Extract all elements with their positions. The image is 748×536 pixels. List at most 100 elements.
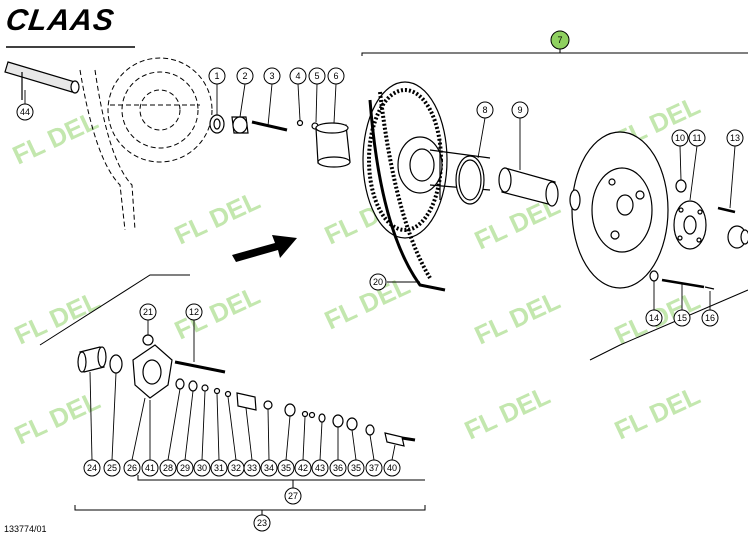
svg-text:23: 23 xyxy=(257,518,267,528)
shaft-part-44 xyxy=(4,61,80,100)
svg-text:26: 26 xyxy=(127,463,137,473)
callout-10: 10 xyxy=(671,129,689,147)
upper-small-parts xyxy=(209,114,351,168)
svg-text:35: 35 xyxy=(351,463,361,473)
callout-35b: 35 xyxy=(347,459,365,477)
direction-arrow xyxy=(232,235,297,262)
callout-14: 14 xyxy=(645,309,663,327)
group-brackets xyxy=(39,44,748,516)
svg-text:32: 32 xyxy=(231,463,241,473)
svg-text:31: 31 xyxy=(214,463,224,473)
callout-29: 29 xyxy=(176,459,194,477)
svg-text:42: 42 xyxy=(298,463,308,473)
svg-text:33: 33 xyxy=(247,463,257,473)
svg-text:11: 11 xyxy=(692,133,701,143)
callout-4: 4 xyxy=(289,67,307,85)
callout-6: 6 xyxy=(327,67,345,85)
ring-and-sleeve xyxy=(455,155,559,207)
leader-lines xyxy=(24,83,736,461)
svg-text:34: 34 xyxy=(264,463,274,473)
belt-pulley-assembly xyxy=(362,81,491,292)
watermark-6: FL DEL xyxy=(10,285,105,350)
disk-pulley xyxy=(569,131,669,289)
callout-25: 25 xyxy=(103,459,121,477)
bolt-parts xyxy=(649,270,715,290)
watermark-9: FL DEL xyxy=(470,285,565,350)
callout-1: 1 xyxy=(208,67,226,85)
callout-35a: 35 xyxy=(277,459,295,477)
svg-text:21: 21 xyxy=(143,307,153,317)
callout-36: 36 xyxy=(329,459,347,477)
svg-text:36: 36 xyxy=(333,463,343,473)
lower-exploded-parts xyxy=(77,334,416,447)
svg-text:28: 28 xyxy=(163,463,173,473)
callout-24: 24 xyxy=(83,459,101,477)
svg-text:43: 43 xyxy=(315,463,325,473)
callout-16: 16 xyxy=(701,309,719,327)
svg-text:37: 37 xyxy=(369,463,379,473)
callout-5: 5 xyxy=(308,67,326,85)
callout-7: 7 xyxy=(550,30,570,50)
callout-41: 42 xyxy=(294,459,312,477)
watermark-13: FL DEL xyxy=(610,380,705,445)
callout-44: 44 xyxy=(16,103,34,121)
callout-33: 33 xyxy=(243,459,261,477)
callout-layer: 44 1 2 3 4 5 6 7 8 9 10 11 13 14 15 16 2… xyxy=(16,30,744,532)
sprocket-dashed xyxy=(79,57,213,231)
svg-text:2: 2 xyxy=(242,71,247,81)
svg-text:14: 14 xyxy=(649,313,659,323)
callout-42: 43 xyxy=(311,459,329,477)
callout-37: 37 xyxy=(365,459,383,477)
svg-text:41: 41 xyxy=(145,463,155,473)
callout-32: 32 xyxy=(227,459,245,477)
callout-27: 27 xyxy=(284,487,302,505)
flange-parts xyxy=(673,179,748,250)
svg-text:30: 30 xyxy=(197,463,207,473)
svg-text:29: 29 xyxy=(180,463,190,473)
svg-text:12: 12 xyxy=(189,307,199,317)
callout-34: 34 xyxy=(260,459,278,477)
svg-text:1: 1 xyxy=(214,71,219,81)
svg-text:8: 8 xyxy=(482,105,487,115)
drawing-number: 133774/01 xyxy=(4,524,47,534)
callout-28: 28 xyxy=(159,459,177,477)
svg-text:7: 7 xyxy=(557,35,562,45)
svg-text:5: 5 xyxy=(314,71,319,81)
callout-43: 40 xyxy=(383,459,401,477)
callout-3: 3 xyxy=(263,67,281,85)
svg-text:25: 25 xyxy=(107,463,117,473)
svg-text:15: 15 xyxy=(677,313,687,323)
svg-text:35: 35 xyxy=(281,463,291,473)
svg-text:3: 3 xyxy=(269,71,274,81)
svg-text:6: 6 xyxy=(333,71,338,81)
watermark-8: FL DEL xyxy=(320,270,415,335)
svg-text:9: 9 xyxy=(517,105,522,115)
watermark-2: FL DEL xyxy=(170,185,265,250)
callout-9: 9 xyxy=(511,101,529,119)
svg-text:16: 16 xyxy=(705,313,715,323)
callout-31: 31 xyxy=(210,459,228,477)
callout-23: 23 xyxy=(253,514,271,532)
callout-8: 8 xyxy=(476,101,494,119)
svg-text:13: 13 xyxy=(730,133,740,143)
svg-text:44: 44 xyxy=(20,107,30,117)
svg-text:20: 20 xyxy=(373,277,383,287)
svg-text:10: 10 xyxy=(675,133,685,143)
callout-15: 15 xyxy=(673,309,691,327)
callout-2: 2 xyxy=(236,67,254,85)
callout-40: 41 xyxy=(141,459,159,477)
watermark-7: FL DEL xyxy=(170,280,265,345)
svg-text:4: 4 xyxy=(295,71,300,81)
callout-12: 12 xyxy=(185,303,203,321)
svg-text:40: 40 xyxy=(387,463,397,473)
callout-30: 30 xyxy=(193,459,211,477)
callout-21: 21 xyxy=(139,303,157,321)
svg-text:27: 27 xyxy=(288,491,298,501)
svg-text:24: 24 xyxy=(87,463,97,473)
callout-11: 11 xyxy=(688,129,706,147)
callout-13: 13 xyxy=(726,129,744,147)
watermark-12: FL DEL xyxy=(460,380,555,445)
callout-26: 26 xyxy=(123,459,141,477)
